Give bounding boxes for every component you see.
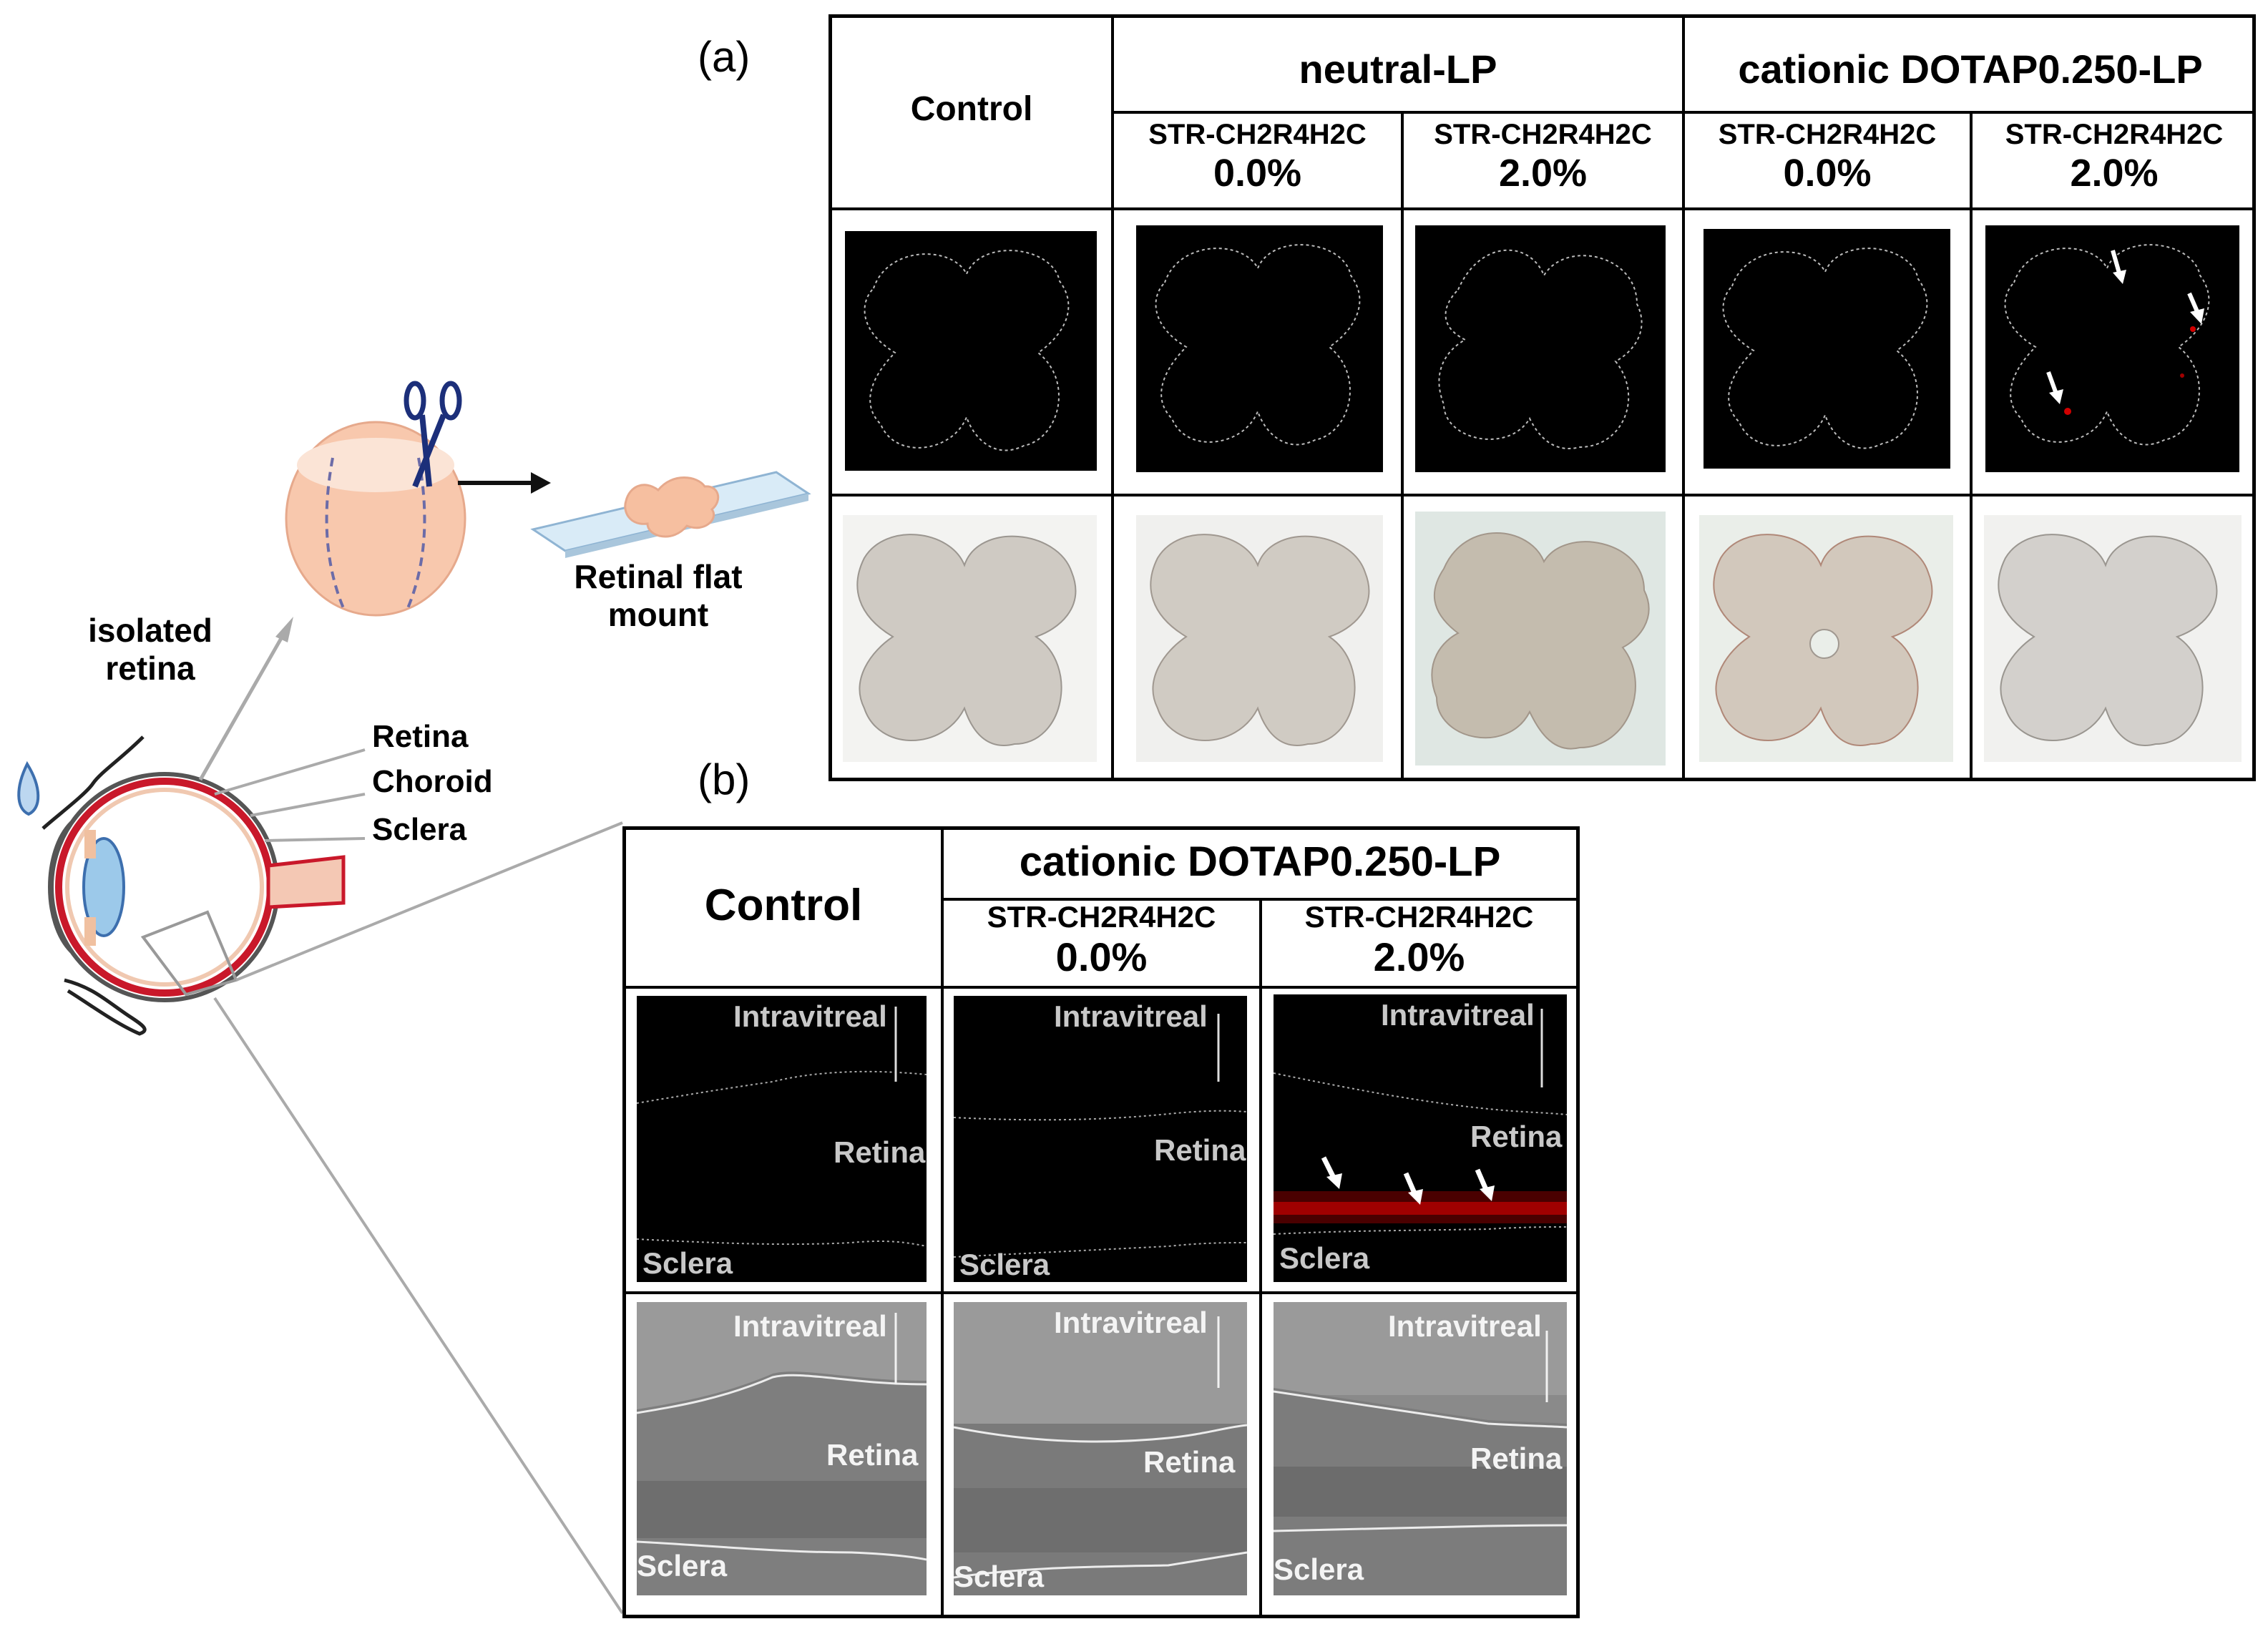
- panel-a-subcol-1: STR-CH2R4H2C 0.0%: [1148, 119, 1367, 195]
- label-sclera: Sclera: [1279, 1241, 1370, 1275]
- bright-section-control: Intravitreal Retina Sclera: [637, 1302, 927, 1595]
- arrow-icon: [1475, 1168, 1495, 1201]
- lower-eyelid: [64, 978, 147, 1036]
- label-retina: Retina: [834, 1135, 926, 1169]
- fluor-flatmount-cationic-2: [1985, 225, 2239, 472]
- fluor-flatmount-neutral-0: [1136, 225, 1383, 472]
- fluor-section-cationic-0: Intravitreal Retina Sclera: [954, 996, 1247, 1282]
- drop-icon: [17, 760, 40, 816]
- panel-a-group1-header: neutral-LP: [1299, 47, 1497, 92]
- panel-a-table: Control neutral-LP cationic DOTAP0.250-L…: [828, 14, 2256, 781]
- panel-b-subcol-1: STR-CH2R4H2C 0.0%: [987, 900, 1216, 980]
- panel-b-subcol-2: STR-CH2R4H2C 2.0%: [1304, 900, 1534, 980]
- label-intravitreal: Intravitreal: [1054, 1306, 1208, 1339]
- label-intravitreal: Intravitreal: [733, 999, 887, 1033]
- bright-flatmount-neutral-0: [1136, 515, 1383, 762]
- fluor-section-control: Intravitreal Retina Sclera: [637, 996, 927, 1282]
- label-retina: Retina: [1470, 1442, 1563, 1475]
- scissors-icon: [404, 381, 462, 488]
- flat-mount-label: Retinal flat mount: [574, 558, 743, 633]
- eye-iris-top: [84, 830, 96, 858]
- eye-schematic: [17, 381, 811, 1615]
- label-intravitreal: Intravitreal: [1054, 999, 1208, 1033]
- label-sclera: Sclera: [959, 1248, 1050, 1281]
- eye-retina: [65, 788, 264, 987]
- arrow-icon: [2187, 292, 2204, 324]
- optic-nerve: [266, 855, 346, 909]
- upper-eyelid: [41, 735, 145, 830]
- panel-a-group2-header: cationic DOTAP0.250-LP: [1738, 47, 2203, 92]
- arrow-to-flatmount-icon: [531, 472, 551, 494]
- panel-a-subcol-2: STR-CH2R4H2C 2.0%: [1434, 119, 1652, 195]
- fluor-flatmount-neutral-2: [1415, 225, 1666, 472]
- isolated-retina-label: isolated retina: [88, 612, 212, 687]
- panel-b-control-header: Control: [704, 881, 863, 930]
- label-sclera: Sclera: [1274, 1552, 1364, 1586]
- flat-mount-shape: [624, 476, 720, 538]
- bright-flatmount-neutral-2: [1415, 512, 1666, 765]
- bright-flatmount-control: [843, 515, 1097, 762]
- arrow-icon: [1403, 1172, 1423, 1205]
- label-retina: Retina: [1470, 1120, 1563, 1153]
- label-retina: Retina: [1154, 1133, 1246, 1167]
- layer-label-retina: Retina: [372, 719, 469, 754]
- eye-lens: [82, 837, 125, 937]
- panel-a-subcol-4: STR-CH2R4H2C 2.0%: [2005, 119, 2224, 195]
- eye-cornea: [48, 821, 74, 954]
- isolated-retina-arrow: [198, 628, 288, 781]
- label-sclera: Sclera: [954, 1560, 1045, 1593]
- label-retina: Retina: [826, 1438, 919, 1472]
- fluor-flatmount-control: [845, 231, 1097, 471]
- bright-flatmount-cationic-2: [1984, 515, 2242, 762]
- layer-label-choroid: Choroid: [372, 764, 493, 799]
- fluor-flatmount-cationic-0: [1704, 229, 1950, 469]
- eye-iris-bottom: [84, 917, 96, 946]
- panel-a-letter: (a): [698, 33, 751, 81]
- panel-b-letter: (b): [698, 755, 751, 803]
- label-retina: Retina: [1143, 1445, 1236, 1479]
- arrow-icon: [1321, 1156, 1342, 1189]
- label-intravitreal: Intravitreal: [1381, 998, 1535, 1032]
- panel-b-table: Control cationic DOTAP0.250-LP STR-CH2R4…: [622, 826, 1580, 1618]
- panel-b-group-header: cationic DOTAP0.250-LP: [1019, 838, 1501, 885]
- label-intravitreal: Intravitreal: [733, 1309, 887, 1343]
- arrow-icon: [2111, 250, 2126, 284]
- label-sclera: Sclera: [637, 1549, 728, 1582]
- fluor-section-cationic-2: Intravitreal Retina Sclera: [1274, 994, 1567, 1282]
- bright-section-cationic-2: Intravitreal Retina Sclera: [1274, 1302, 1567, 1595]
- bright-flatmount-cationic-0: [1699, 515, 1953, 762]
- label-intravitreal: Intravitreal: [1388, 1309, 1542, 1343]
- arrow-icon: [2046, 371, 2063, 404]
- bright-section-cationic-0: Intravitreal Retina Sclera: [954, 1302, 1247, 1595]
- panel-a-subcol-3: STR-CH2R4H2C 0.0%: [1718, 119, 1937, 195]
- label-sclera: Sclera: [642, 1246, 733, 1280]
- layer-label-sclera: Sclera: [372, 812, 467, 847]
- panel-a-control-header: Control: [910, 90, 1033, 128]
